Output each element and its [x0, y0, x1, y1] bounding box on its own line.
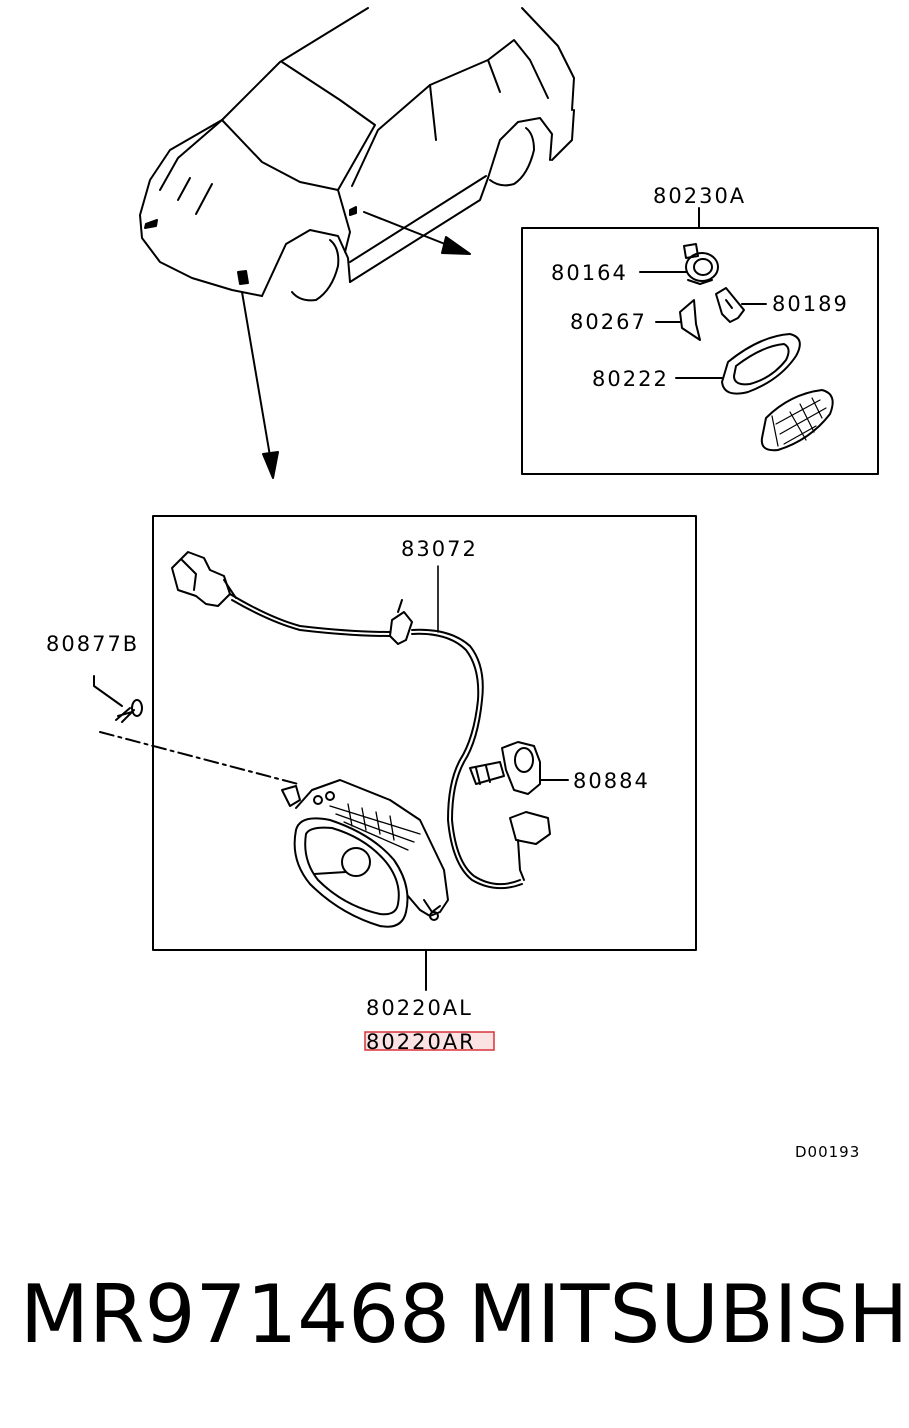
clip-part	[679, 299, 701, 341]
highlight-box	[364, 1031, 495, 1051]
label-80222: 80222	[592, 367, 669, 391]
socket-part	[683, 243, 719, 285]
drawing-code: D00193	[795, 1143, 860, 1161]
small-bulb-part	[715, 287, 745, 323]
label-80220AR: 80220AR	[366, 1030, 476, 1054]
label-83072: 83072	[401, 537, 478, 561]
gasket-part	[721, 333, 801, 395]
fog-lamp-part	[281, 779, 449, 928]
arrow-to-side-marker	[363, 211, 471, 255]
screw-part	[93, 675, 143, 723]
screw-dash-line	[99, 731, 299, 785]
label-80189: 80189	[772, 292, 849, 316]
label-80164: 80164	[551, 261, 628, 285]
fog-bulb-part	[469, 741, 541, 795]
label-80884: 80884	[573, 769, 650, 793]
part-number: MR971468	[20, 1268, 450, 1361]
label-80267: 80267	[570, 310, 647, 334]
brand-name: MITSUBISHI	[468, 1268, 909, 1361]
marker-lens-part	[760, 389, 834, 452]
fog-lamp-box	[152, 515, 697, 951]
label-80877B: 80877B	[46, 632, 139, 656]
footer: MR971468 MITSUBISHI	[0, 1265, 909, 1375]
vehicle-drawing	[139, 7, 575, 302]
harness-part	[171, 551, 551, 890]
label-80230A: 80230A	[653, 184, 746, 208]
arrow-to-fog-lamp	[241, 291, 279, 479]
label-80220AL: 80220AL	[366, 996, 473, 1020]
